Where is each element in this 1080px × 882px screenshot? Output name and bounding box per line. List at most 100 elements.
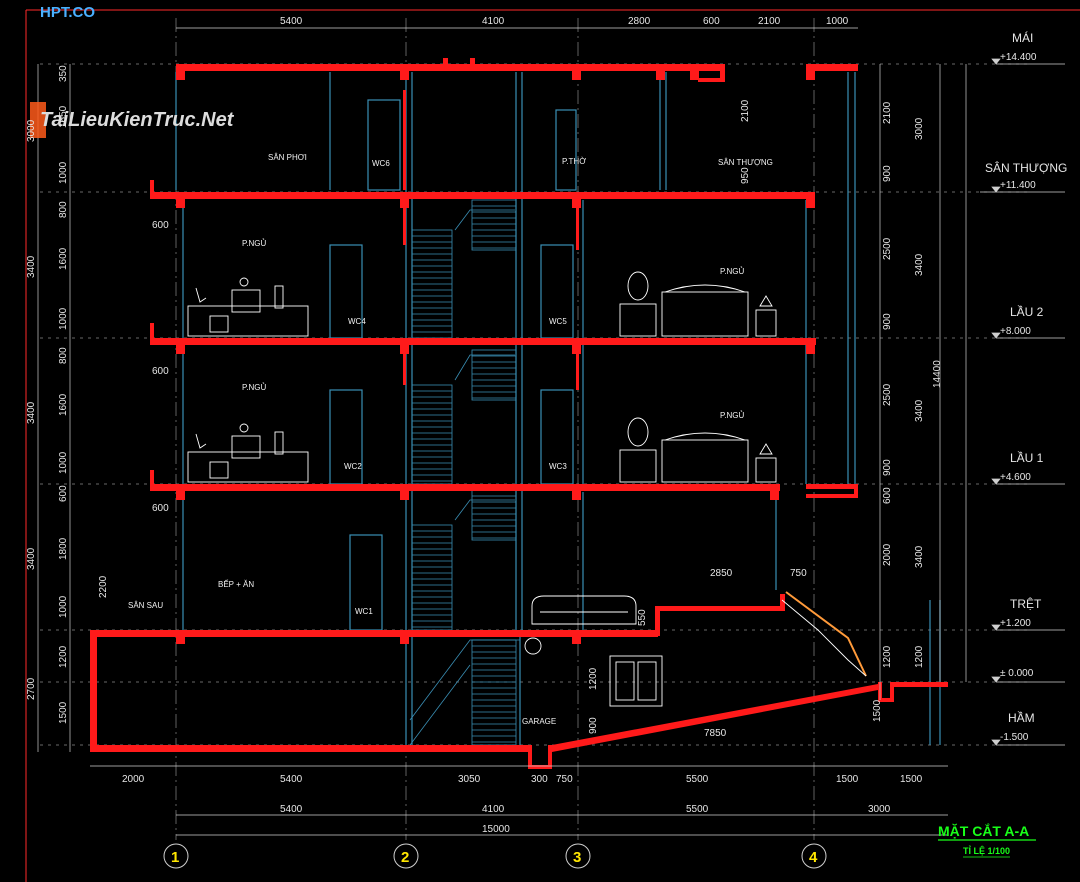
dim-ri-8: 2000 xyxy=(882,543,893,566)
room-wc3: WC3 xyxy=(549,462,567,471)
watermark-logo-icon xyxy=(30,102,46,138)
bottom-dimensions: 2000 5400 3050 300 750 5500 1500 1500 54… xyxy=(122,774,923,835)
dim-sill-gf: 600 xyxy=(152,503,169,514)
room-p-ngu-l2-left: P.NGỦ xyxy=(242,239,267,248)
dim-b2-4: 3000 xyxy=(868,804,891,815)
dim-ri-1: 2100 xyxy=(882,101,893,124)
dim-ri-7: 600 xyxy=(882,487,893,504)
dim-h1200: 1200 xyxy=(588,667,599,690)
dim-b1-6: 5500 xyxy=(686,774,709,785)
room-p-ngu-l1-left: P.NGỦ xyxy=(242,383,267,392)
dim-h550: 550 xyxy=(637,609,648,626)
dim-b1-4: 300 xyxy=(531,774,548,785)
room-labels: SÂN PHƠI WC6 P.THỜ SÂN THƯỢNG P.NGỦ WC4 … xyxy=(128,153,773,726)
dim-b2-3: 5500 xyxy=(686,804,709,815)
misc-dimensions: 2100 950 600 600 600 2200 2850 750 550 1… xyxy=(98,99,883,739)
room-wc2: WC2 xyxy=(344,462,362,471)
dim-sill-l1: 600 xyxy=(152,366,169,377)
furniture xyxy=(187,271,867,707)
dim-h2200: 2200 xyxy=(98,575,109,598)
dim-ri-2: 900 xyxy=(882,165,893,182)
room-wc5: WC5 xyxy=(549,317,567,326)
dim-ro-1: 3000 xyxy=(914,117,925,140)
room-san-thuong: SÂN THƯỢNG xyxy=(718,158,773,167)
dim-li-2: 1650 xyxy=(58,105,69,128)
brand-label: HPT.CO xyxy=(40,4,95,21)
dim-sill-l2: 600 xyxy=(152,220,169,231)
dim-top-3: 2800 xyxy=(628,16,651,27)
dim-lo-1: 3000 xyxy=(26,119,37,142)
watermark-text: TaiLieuKienTruc.Net xyxy=(40,109,235,131)
dim-li-5: 1600 xyxy=(58,247,69,270)
dim-top-2: 4100 xyxy=(482,16,505,27)
axis-label-1: 1 xyxy=(171,849,179,866)
room-p-ngu-l2-right: P.NGỦ xyxy=(720,267,745,276)
room-garage: GARAGE xyxy=(522,717,556,726)
dim-ro-2: 3400 xyxy=(914,253,925,276)
dim-li-11: 1800 xyxy=(58,537,69,560)
dim-li-14: 1500 xyxy=(58,701,69,724)
dim-w2850: 2850 xyxy=(710,568,733,579)
level-elev-san-thuong: +11.400 xyxy=(1000,180,1036,191)
dim-li-6: 1000 xyxy=(58,307,69,330)
dim-lo-4: 3400 xyxy=(26,547,37,570)
dim-b1-1: 2000 xyxy=(122,774,145,785)
dim-li-13: 1200 xyxy=(58,645,69,668)
dim-ri-4: 900 xyxy=(882,313,893,330)
right-dimensions: 2100 900 2500 900 2500 900 600 2000 1200… xyxy=(882,101,943,668)
level-name-ham: HẦM xyxy=(1008,710,1035,725)
level-elev-mai: +14.400 xyxy=(1000,52,1037,63)
dim-h900: 900 xyxy=(588,717,599,734)
room-p-ngu-l1-right: P.NGỦ xyxy=(720,411,745,420)
dim-lo-2: 3400 xyxy=(26,255,37,278)
dim-li-12: 1000 xyxy=(58,595,69,618)
dim-b1-8: 1500 xyxy=(900,774,923,785)
level-elev-zero: ± 0.000 xyxy=(1000,668,1034,679)
dim-b1-2: 5400 xyxy=(280,774,303,785)
dim-li-9: 1000 xyxy=(58,451,69,474)
dim-li-7: 800 xyxy=(58,347,69,364)
dim-top-4: 600 xyxy=(703,16,720,27)
dimension-lines xyxy=(37,27,967,836)
left-dimensions: 3000 3400 3400 3400 2700 350 1650 1000 8… xyxy=(26,65,69,724)
top-dimensions: 5400 4100 2800 600 2100 1000 xyxy=(280,16,849,27)
dim-right-total: 14400 xyxy=(932,360,943,388)
dim-lo-5: 2700 xyxy=(26,677,37,700)
dim-b2-1: 5400 xyxy=(280,804,303,815)
dim-h950: 950 xyxy=(740,167,751,184)
level-name-san-thuong: SÂN THƯỢNG xyxy=(985,160,1067,175)
level-elev-lau-2: +8.000 xyxy=(1000,326,1031,337)
dim-b1-7: 1500 xyxy=(836,774,859,785)
axis-label-4: 4 xyxy=(809,849,818,866)
drawing-scale: TỈ LỆ 1/100 xyxy=(963,845,1010,856)
dim-w7850: 7850 xyxy=(704,728,727,739)
dim-w750: 750 xyxy=(790,568,807,579)
level-elev-tret: +1.200 xyxy=(1000,618,1031,629)
level-name-lau-2: LẦU 2 xyxy=(1010,304,1044,319)
room-wc4: WC4 xyxy=(348,317,366,326)
room-bep-an: BẾP + ĂN xyxy=(218,579,254,589)
level-name-mai: MÁI xyxy=(1012,30,1033,45)
level-elev-lau-1: +4.600 xyxy=(1000,472,1031,483)
stair-flight xyxy=(471,199,517,251)
structure xyxy=(90,58,948,769)
room-wc1: WC1 xyxy=(355,607,373,616)
stair-flight xyxy=(471,349,517,401)
dim-li-8: 1600 xyxy=(58,393,69,416)
room-wc6: WC6 xyxy=(372,159,390,168)
drawing-title: MẶT CẮT A-A xyxy=(938,822,1029,839)
dim-ro-3: 3400 xyxy=(914,399,925,422)
room-san-phoi: SÂN PHƠI xyxy=(268,153,307,162)
level-name-tret: TRỆT xyxy=(1010,596,1042,611)
axis-label-2: 2 xyxy=(401,849,409,866)
dim-li-4: 800 xyxy=(58,201,69,218)
dim-ri-6: 900 xyxy=(882,459,893,476)
dim-b2-2: 4100 xyxy=(482,804,505,815)
dim-li-3: 1000 xyxy=(58,161,69,184)
room-san-sau: SÂN SAU xyxy=(128,601,163,610)
dim-ro-5: 1200 xyxy=(914,645,925,668)
dim-li-10: 600 xyxy=(58,485,69,502)
level-markers: MÁI +14.400 SÂN THƯỢNG +11.400 LẦU 2 +8.… xyxy=(980,30,1067,746)
dim-h1500: 1500 xyxy=(872,699,883,722)
room-p-tho: P.THỜ xyxy=(562,157,586,166)
